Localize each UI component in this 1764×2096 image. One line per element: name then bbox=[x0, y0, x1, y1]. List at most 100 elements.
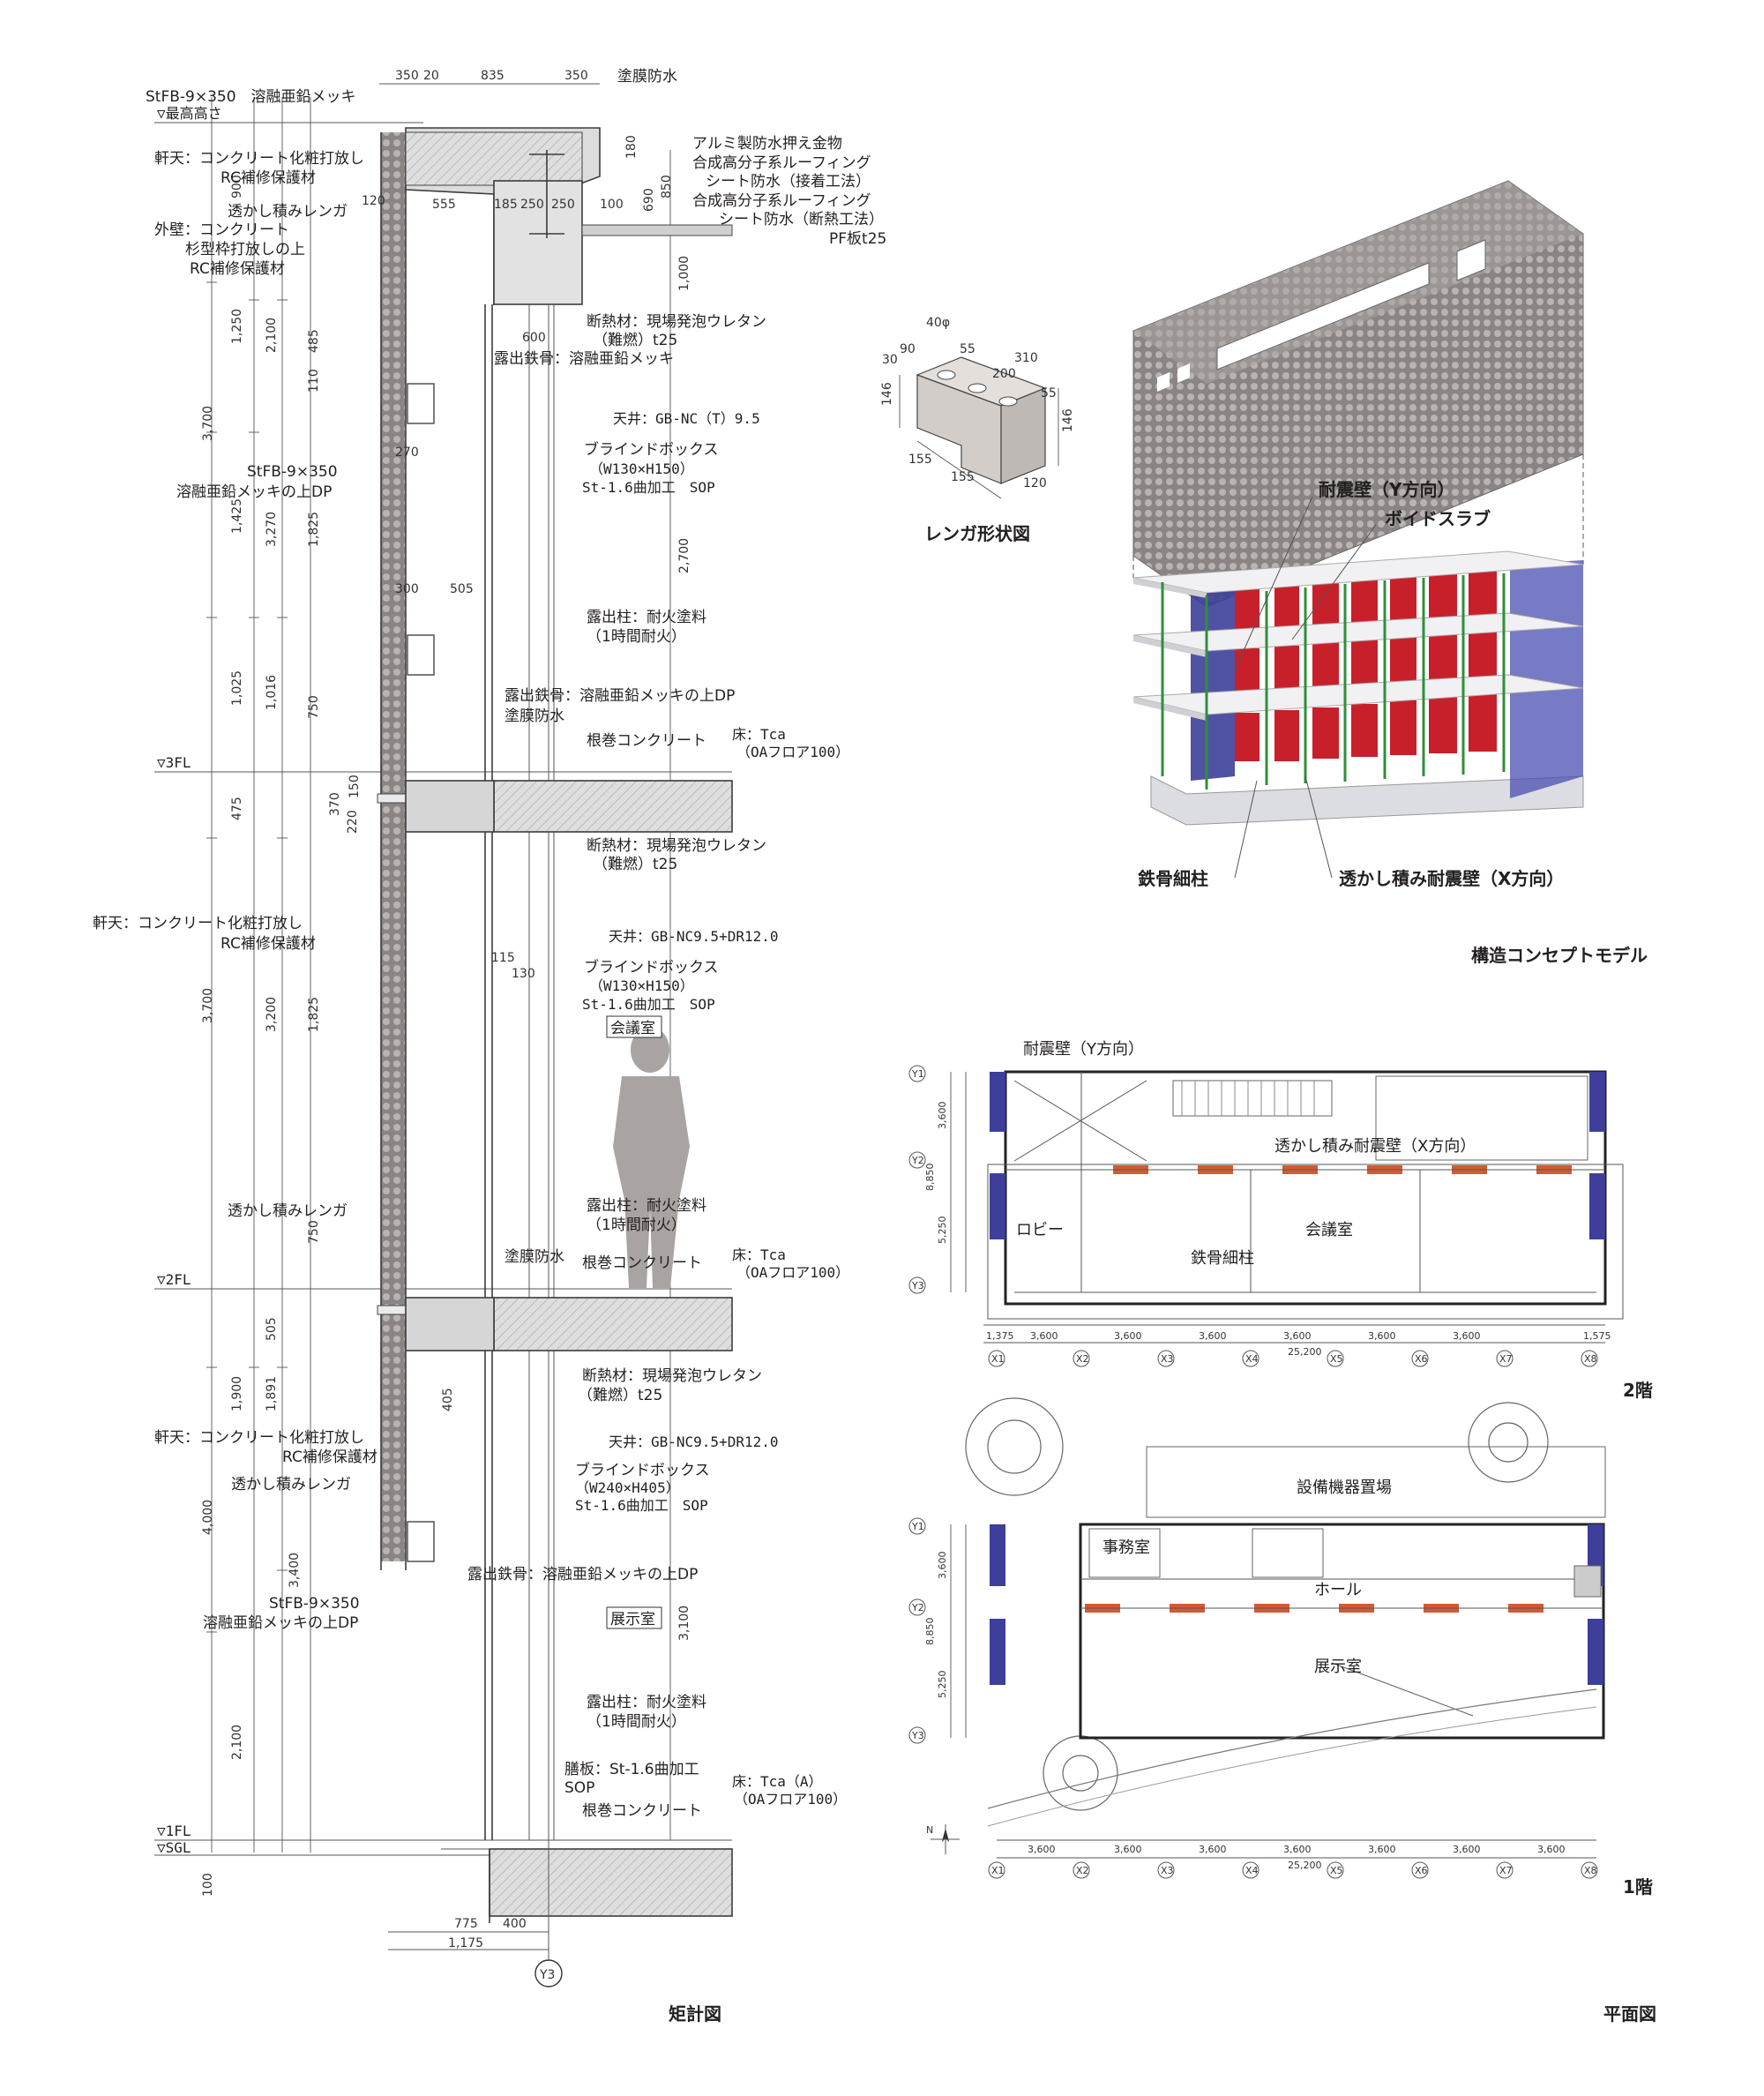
right-label: シート防水（断熱工法） bbox=[719, 211, 884, 228]
level-2fl: ▽2FL bbox=[157, 1271, 191, 1288]
dim-text: 850 bbox=[660, 175, 674, 198]
plan-1f-labels: 設備機器置場 事務室 ホール 展示室 3,600 3,600 3,600 3,6… bbox=[924, 1478, 1566, 1871]
dim-text: 2,100 bbox=[230, 1725, 244, 1760]
dim-text: 3,600 bbox=[1199, 1844, 1227, 1855]
grid-x-label: X4 bbox=[1245, 1353, 1259, 1365]
dim-text: 3,600 bbox=[1453, 1844, 1481, 1855]
grid-x-label: X3 bbox=[1161, 1353, 1174, 1365]
right-label: アルミ製防水押え金物 bbox=[692, 135, 842, 153]
right-label: St-1.6曲加工 SOP bbox=[582, 996, 715, 1013]
right-label: 天井：GB-NC（T）9.5 bbox=[613, 410, 760, 427]
right-label: （1時間耐火） bbox=[587, 1216, 686, 1234]
dim-text: 146 bbox=[880, 382, 894, 406]
human-figure bbox=[613, 1027, 690, 1288]
right-label: 露出鉄骨：溶融亜鉛メッキの上DP bbox=[467, 1566, 698, 1583]
dim-text: 3,600 bbox=[1368, 1844, 1396, 1855]
plan-1f-caption: 1階 bbox=[1623, 1876, 1653, 1898]
left-label: 杉型枠打放しの上 bbox=[185, 241, 305, 258]
dim-text: 1,016 bbox=[265, 675, 279, 710]
dim-text: 350 bbox=[564, 69, 588, 83]
dim-text: 110 bbox=[307, 369, 321, 393]
left-label: RC補修保護材 bbox=[190, 260, 285, 278]
dim-text: 8,850 bbox=[924, 1618, 936, 1646]
left-label: 外壁：コンクリート bbox=[154, 221, 289, 239]
model-label: ボイドスラブ bbox=[1385, 508, 1491, 529]
dim-text: 1,250 bbox=[230, 309, 244, 344]
grid-y-label: Y3 bbox=[911, 1280, 924, 1291]
plan-label: 耐震壁（Y方向） bbox=[1023, 1040, 1144, 1059]
model-label: 透かし積み耐震壁（X方向） bbox=[1339, 868, 1564, 889]
dim-text: 270 bbox=[395, 445, 419, 460]
left-label: 軒天：コンクリート化粧打放し bbox=[93, 915, 303, 932]
dim-text: 40φ bbox=[926, 316, 950, 330]
dim-text: 3,100 bbox=[677, 1606, 691, 1641]
plan-2f-labels: 耐震壁（Y方向） 透かし積み耐震壁（X方向） ロビー 会議室 鉄骨細柱 1,37… bbox=[924, 1040, 1611, 1358]
dim-text: 25,200 bbox=[1288, 1346, 1322, 1358]
right-label: 床：Tca（A） bbox=[732, 1773, 823, 1790]
right-label: 露出柱：耐火塗料 bbox=[587, 1196, 706, 1215]
right-label: ブラインドボックス bbox=[584, 958, 719, 977]
model-label: 鉄骨細柱 bbox=[1138, 868, 1208, 889]
dim-text: 3,600 bbox=[1030, 1330, 1058, 1342]
section-left-labels: StFB-9×350 溶融亜鉛メッキ 軒天：コンクリート化粧打放し RC補修保護… bbox=[93, 88, 377, 1632]
right-label: （OAフロア100） bbox=[736, 1264, 849, 1281]
grid-y-label: Y1 bbox=[911, 1068, 924, 1080]
grid-x-label: X7 bbox=[1499, 1353, 1513, 1365]
grid-x-label: X1 bbox=[991, 1865, 1005, 1876]
grid-x-label: X5 bbox=[1330, 1353, 1343, 1365]
dim-text: 146 bbox=[1061, 408, 1075, 432]
dim-text: 130 bbox=[512, 967, 535, 981]
plans-caption: 平面図 bbox=[1603, 2003, 1656, 2025]
section-level-labels: ▽最高高さ ▽3FL ▽2FL ▽1FL ▽SGL bbox=[157, 105, 222, 1856]
model-label: 耐震壁（Y方向） bbox=[1319, 479, 1454, 500]
left-label: RC補修保護材 bbox=[220, 169, 316, 187]
grid-x-label: X5 bbox=[1330, 1865, 1343, 1876]
dim-text: 505 bbox=[265, 1317, 279, 1341]
dim-text: 250 bbox=[520, 198, 544, 212]
dim-text: 3,200 bbox=[265, 997, 279, 1032]
dim-text: 750 bbox=[307, 695, 321, 719]
right-label: SOP bbox=[564, 1779, 594, 1797]
left-label: StFB-9×350 bbox=[247, 463, 338, 481]
dim-text: 3,700 bbox=[201, 406, 215, 441]
dim-text: 1,575 bbox=[1583, 1330, 1611, 1342]
right-label: 塗膜防水 bbox=[505, 707, 564, 725]
dim-text: 180 bbox=[624, 135, 639, 159]
dim-text: 90 bbox=[900, 342, 916, 356]
dim-text: 3,600 bbox=[1283, 1330, 1312, 1342]
model-labels: 耐震壁（Y方向） ボイドスラブ 鉄骨細柱 透かし積み耐震壁（X方向） bbox=[1138, 479, 1564, 889]
brick-caption: レンガ形状図 bbox=[924, 523, 1030, 544]
right-label: （1時間耐火） bbox=[587, 628, 686, 646]
plan-label: ロビー bbox=[1016, 1221, 1064, 1239]
dim-text: 55 bbox=[1041, 386, 1057, 400]
dim-text: 20 bbox=[423, 69, 439, 83]
dim-text: 3,600 bbox=[1368, 1330, 1396, 1342]
dim-text: 120 bbox=[1023, 476, 1047, 490]
level-top: ▽最高高さ bbox=[157, 105, 222, 122]
right-label: 根巻コンクリート bbox=[582, 1802, 702, 1820]
dim-text: 1,425 bbox=[230, 498, 244, 534]
right-label: 天井：GB-NC9.5+DR12.0 bbox=[609, 1434, 779, 1450]
right-label: St-1.6曲加工 SOP bbox=[582, 479, 715, 496]
right-label: 断熱材：現場発泡ウレタン bbox=[587, 313, 766, 331]
dim-text: 220 bbox=[346, 810, 360, 834]
dim-text: 55 bbox=[960, 342, 975, 356]
grid-y-label: Y2 bbox=[911, 1602, 924, 1613]
structural-model bbox=[1132, 180, 1584, 879]
dim-text: 835 bbox=[481, 69, 505, 83]
right-label: St-1.6曲加工 SOP bbox=[575, 1497, 708, 1514]
right-label: （難燃）t25 bbox=[593, 856, 677, 873]
grid-x-label: X2 bbox=[1076, 1353, 1089, 1365]
plan-label: 鉄骨細柱 bbox=[1191, 1249, 1254, 1268]
dim-text: 1,900 bbox=[230, 1376, 244, 1411]
dim-text: 475 bbox=[230, 797, 244, 820]
right-label: 膳板：St-1.6曲加工 bbox=[564, 1761, 699, 1778]
grid-bubble-label: Y3 bbox=[539, 1968, 555, 1982]
grid-x-label: X3 bbox=[1161, 1865, 1174, 1876]
right-label: （OAフロア100） bbox=[736, 744, 849, 760]
left-label: StFB-9×350 bbox=[269, 1595, 360, 1613]
dim-text: 5,250 bbox=[937, 1671, 948, 1699]
dim-text: 2,700 bbox=[677, 538, 691, 573]
dim-text: 3,600 bbox=[937, 1102, 948, 1130]
right-label: 合成高分子系ルーフィング bbox=[692, 192, 871, 210]
